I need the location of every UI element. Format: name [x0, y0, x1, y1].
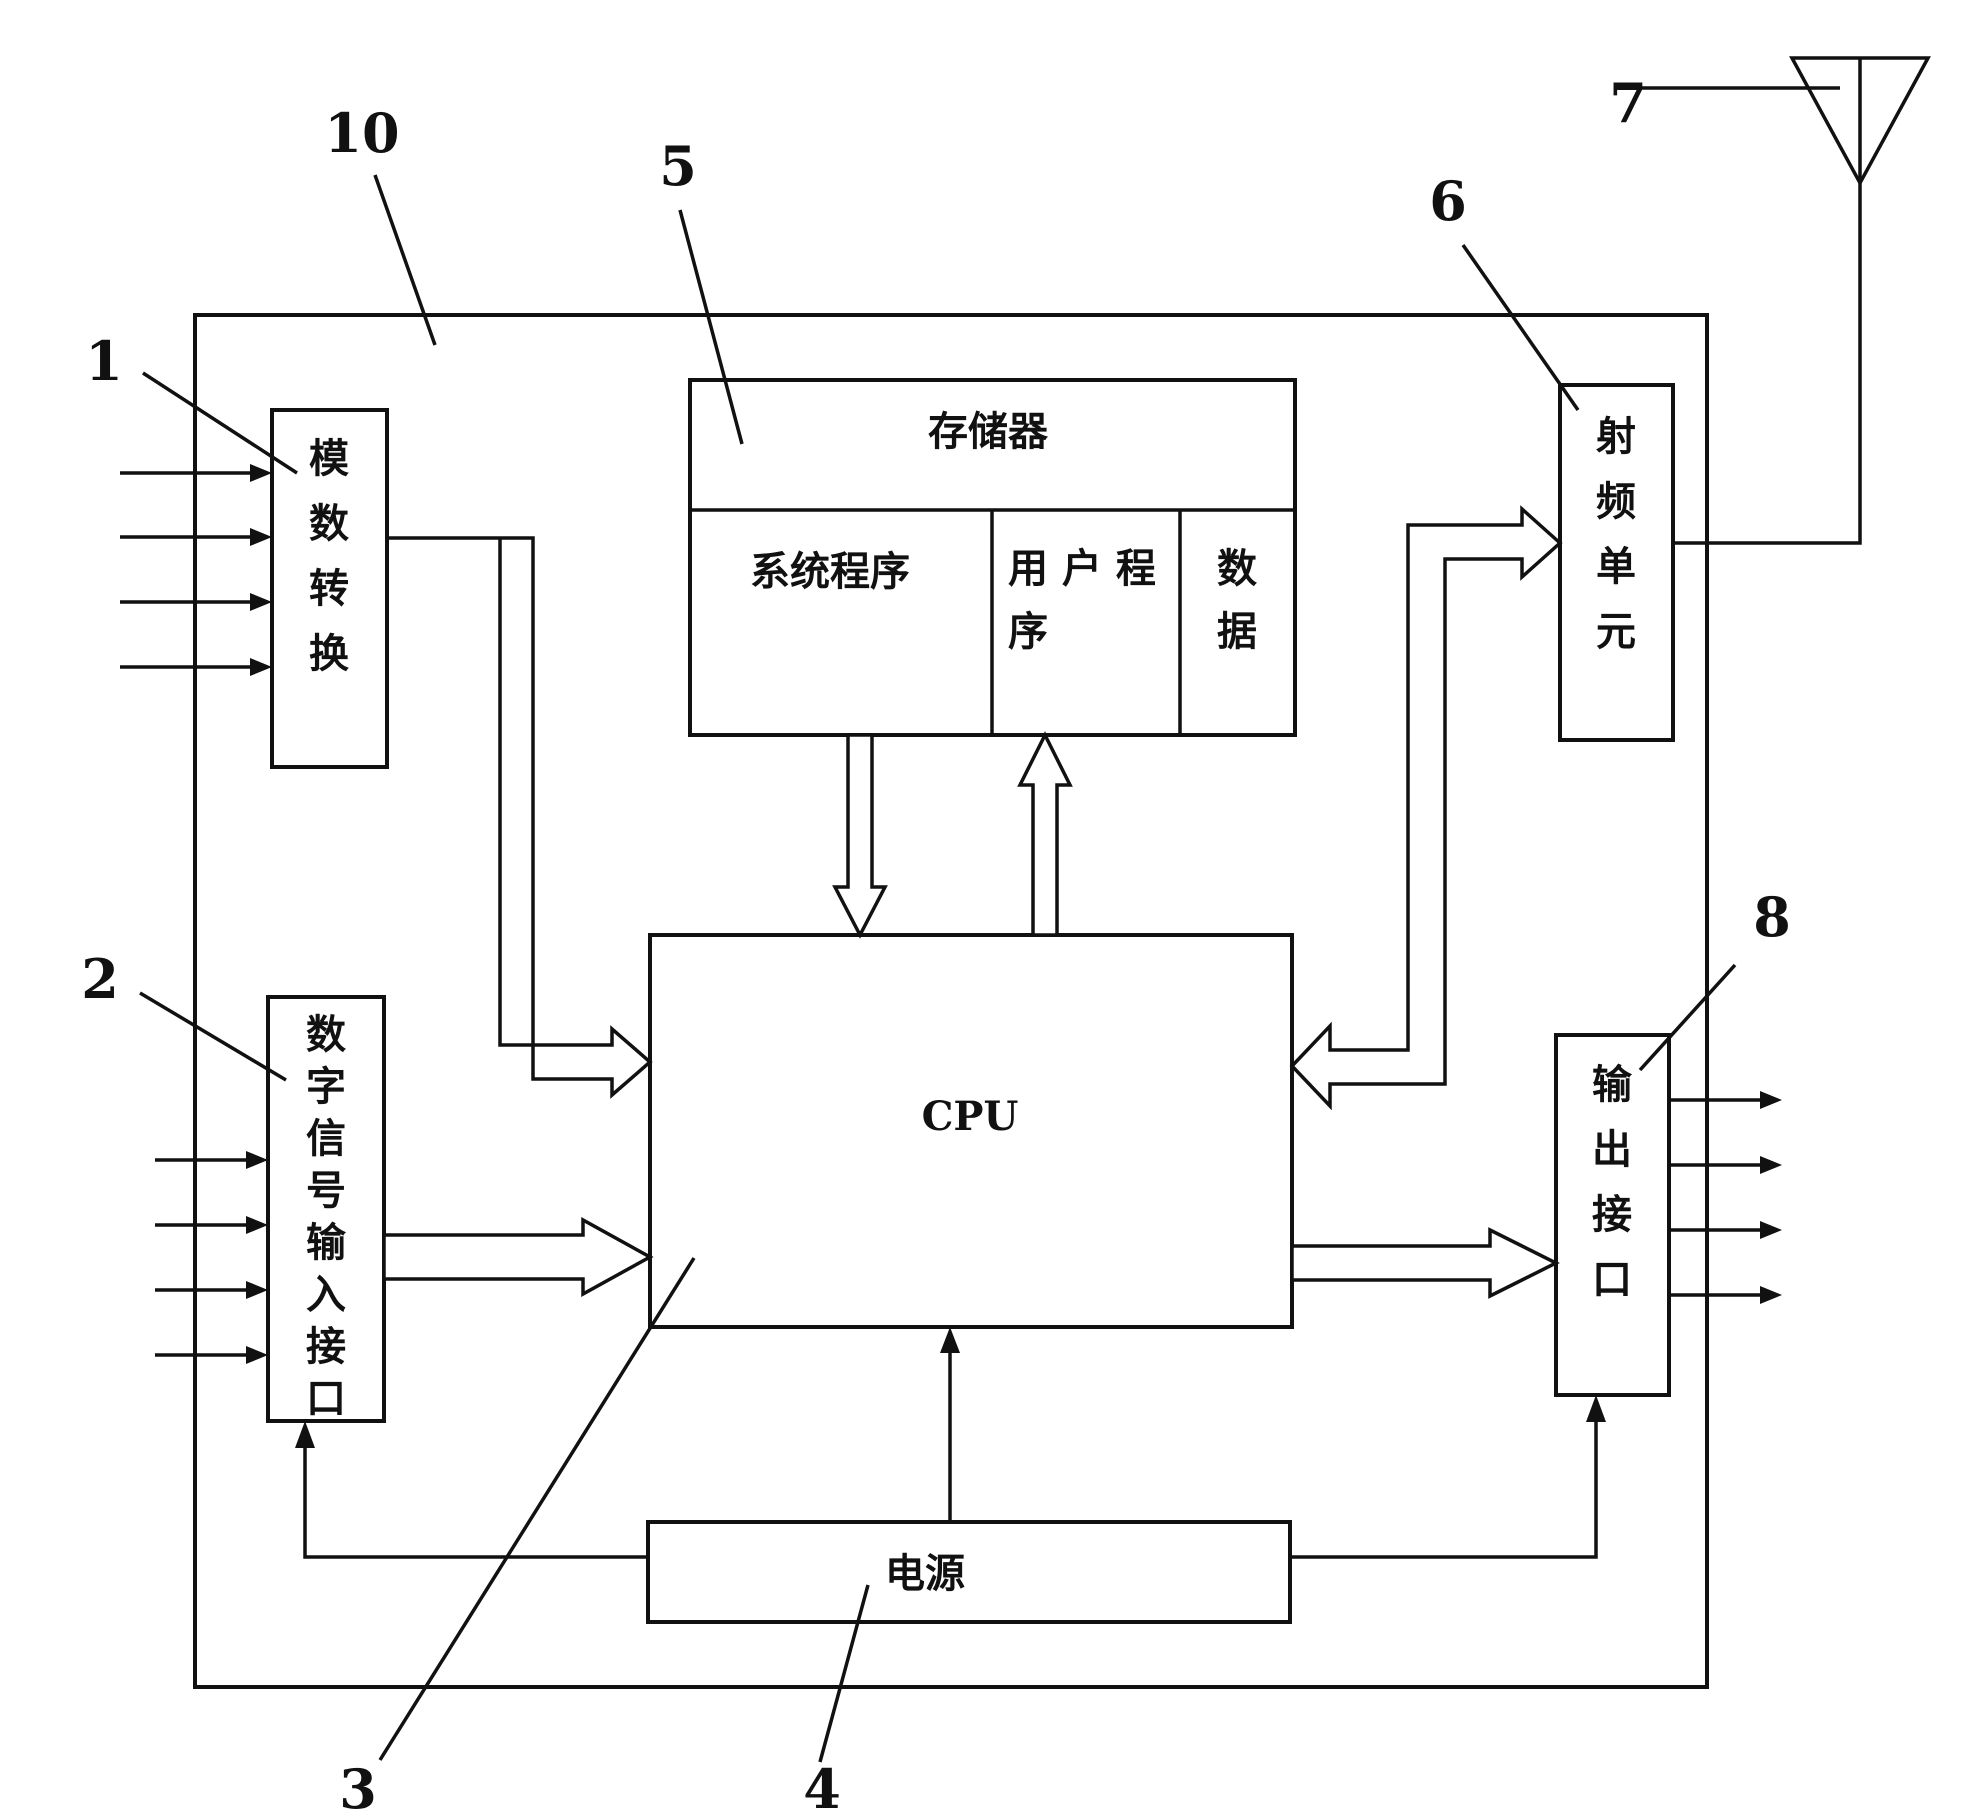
callout-7: 7 — [1609, 71, 1647, 135]
adc-input-arrows — [120, 464, 272, 676]
callout-10: 10 — [324, 101, 399, 165]
rf-unit-block — [1558, 383, 1675, 742]
output-arrows — [1669, 1091, 1782, 1304]
output-interface-block — [1554, 1033, 1671, 1397]
digital-input-label: 数字信号输入接口 — [306, 1012, 347, 1422]
callout-5: 5 — [659, 134, 697, 198]
power-distribution-lines — [295, 1327, 1606, 1559]
digital-input-arrows — [155, 1151, 268, 1364]
adc-label: 模数转换 — [309, 436, 349, 677]
callout-8: 8 — [1753, 885, 1791, 949]
memory-block: 存储器 系统程序 用 户 程 序 — [688, 378, 1297, 737]
user-program-label-line2: 序 — [1008, 609, 1048, 655]
leader-lines — [139, 86, 1840, 1763]
rf-unit-label: 射频单元 — [1596, 414, 1636, 655]
callout-2: 2 — [81, 947, 119, 1011]
data-label: 数据 — [1217, 546, 1257, 655]
adc-to-cpu-bus-arrow — [387, 536, 653, 1099]
callout-3: 3 — [339, 1757, 377, 1814]
cpu-to-output-bus-arrow — [1290, 1227, 1560, 1299]
cpu-rf-bus-arrow — [1289, 505, 1563, 1111]
cpu-block: CPU — [648, 933, 1294, 1329]
power-block: 电源 — [646, 1520, 1292, 1624]
cpu-to-memory-bus-arrow — [1017, 731, 1073, 937]
callout-1: 1 — [85, 329, 123, 393]
digital-input-block — [266, 995, 386, 1423]
output-interface-label: 输出接口 — [1592, 1062, 1633, 1303]
callout-4: 4 — [803, 1757, 841, 1814]
memory-title: 存储器 — [928, 409, 1049, 455]
memory-to-cpu-bus-arrow — [832, 733, 888, 939]
system-program-label: 系统程序 — [750, 549, 910, 595]
antenna-icon — [1673, 56, 1931, 545]
user-program-label-line1: 用 户 程 — [1008, 546, 1156, 592]
power-label: 电源 — [885, 1551, 965, 1597]
callout-6: 6 — [1429, 169, 1467, 233]
digital-input-to-cpu-bus-arrow — [382, 1217, 654, 1297]
cpu-label: CPU — [922, 1093, 1019, 1140]
